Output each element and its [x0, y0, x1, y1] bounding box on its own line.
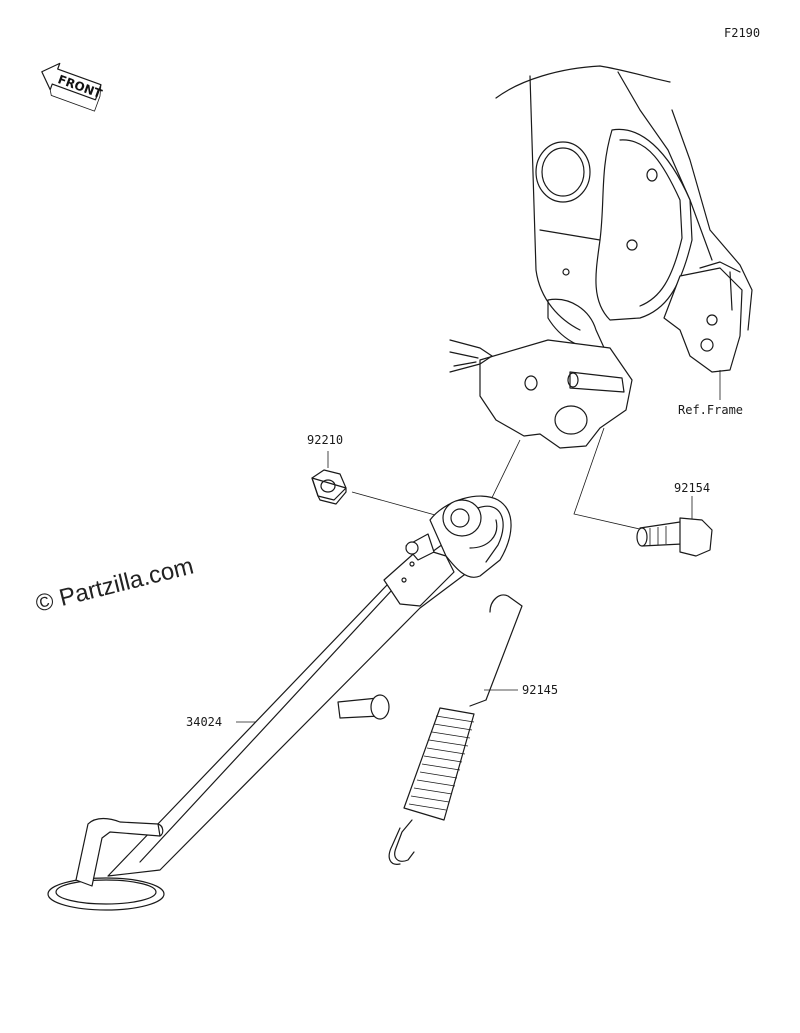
part-number-92154: 92154 [674, 481, 710, 495]
frame-reference [495, 65, 753, 373]
leader-lines [236, 370, 721, 723]
side-stand-34024 [47, 495, 512, 911]
reference-label: Ref.Frame [678, 403, 743, 417]
watermark: © Partzilla.com [33, 553, 196, 618]
figure-code: F2190 [724, 26, 760, 40]
part-number-34024: 34024 [186, 715, 222, 729]
nut-92210 [311, 469, 347, 505]
part-number-92210: 92210 [307, 433, 343, 447]
part-number-92145: 92145 [522, 683, 558, 697]
front-arrow-icon: FRONT [41, 62, 105, 112]
bolt-92154 [636, 517, 713, 557]
spring-92145 [388, 594, 523, 865]
stand-bracket [449, 339, 633, 449]
